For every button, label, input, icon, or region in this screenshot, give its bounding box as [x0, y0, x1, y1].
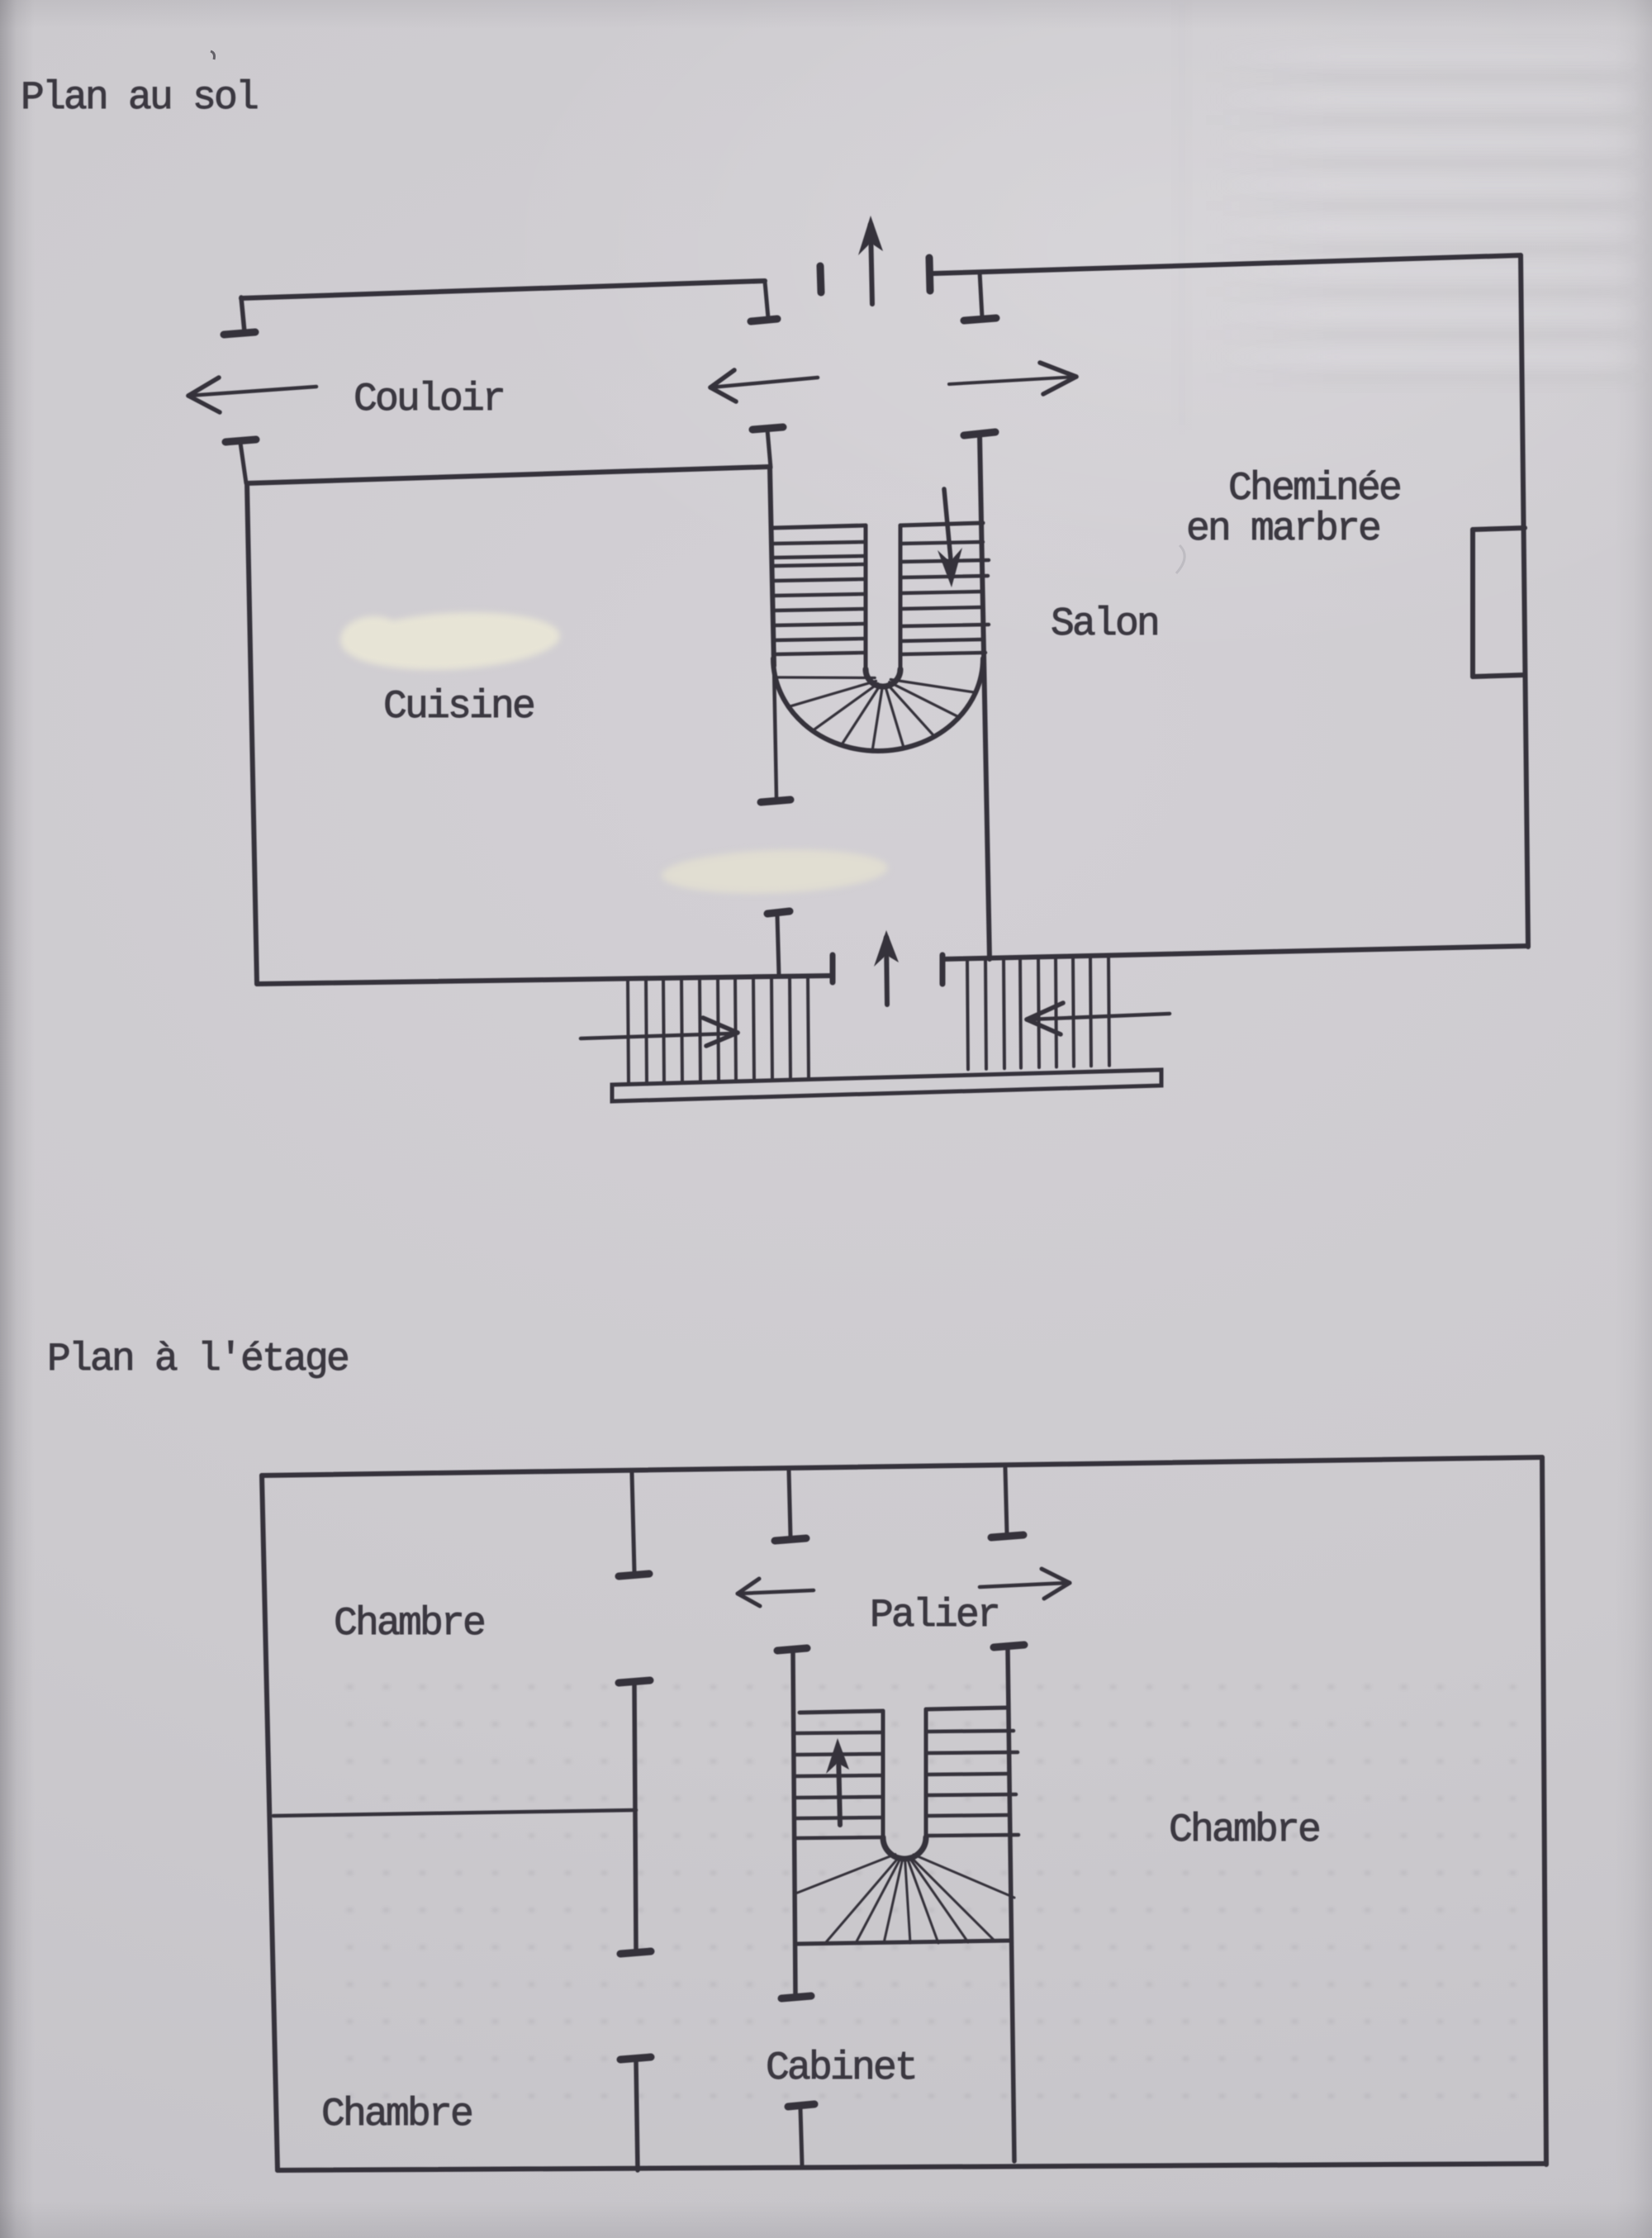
svg-text:Palier: Palier: [870, 1594, 999, 1638]
svg-text:Couloir: Couloir: [354, 378, 504, 422]
svg-text:Salon: Salon: [1051, 602, 1158, 647]
svg-text:en marbre: en marbre: [1186, 507, 1379, 552]
svg-text:Cabinet: Cabinet: [766, 2046, 916, 2091]
svg-text:Plan au sol: Plan au sol: [21, 76, 258, 121]
svg-text:Chambre: Chambre: [321, 2093, 472, 2137]
svg-text:Cheminée: Cheminée: [1228, 467, 1400, 511]
svg-text:Plan à l'étage: Plan à l'étage: [47, 1338, 348, 1382]
svg-text:Chambre: Chambre: [1169, 1808, 1319, 1853]
svg-text:Chambre: Chambre: [334, 1602, 484, 1646]
svg-text:Cuisine: Cuisine: [383, 685, 534, 729]
